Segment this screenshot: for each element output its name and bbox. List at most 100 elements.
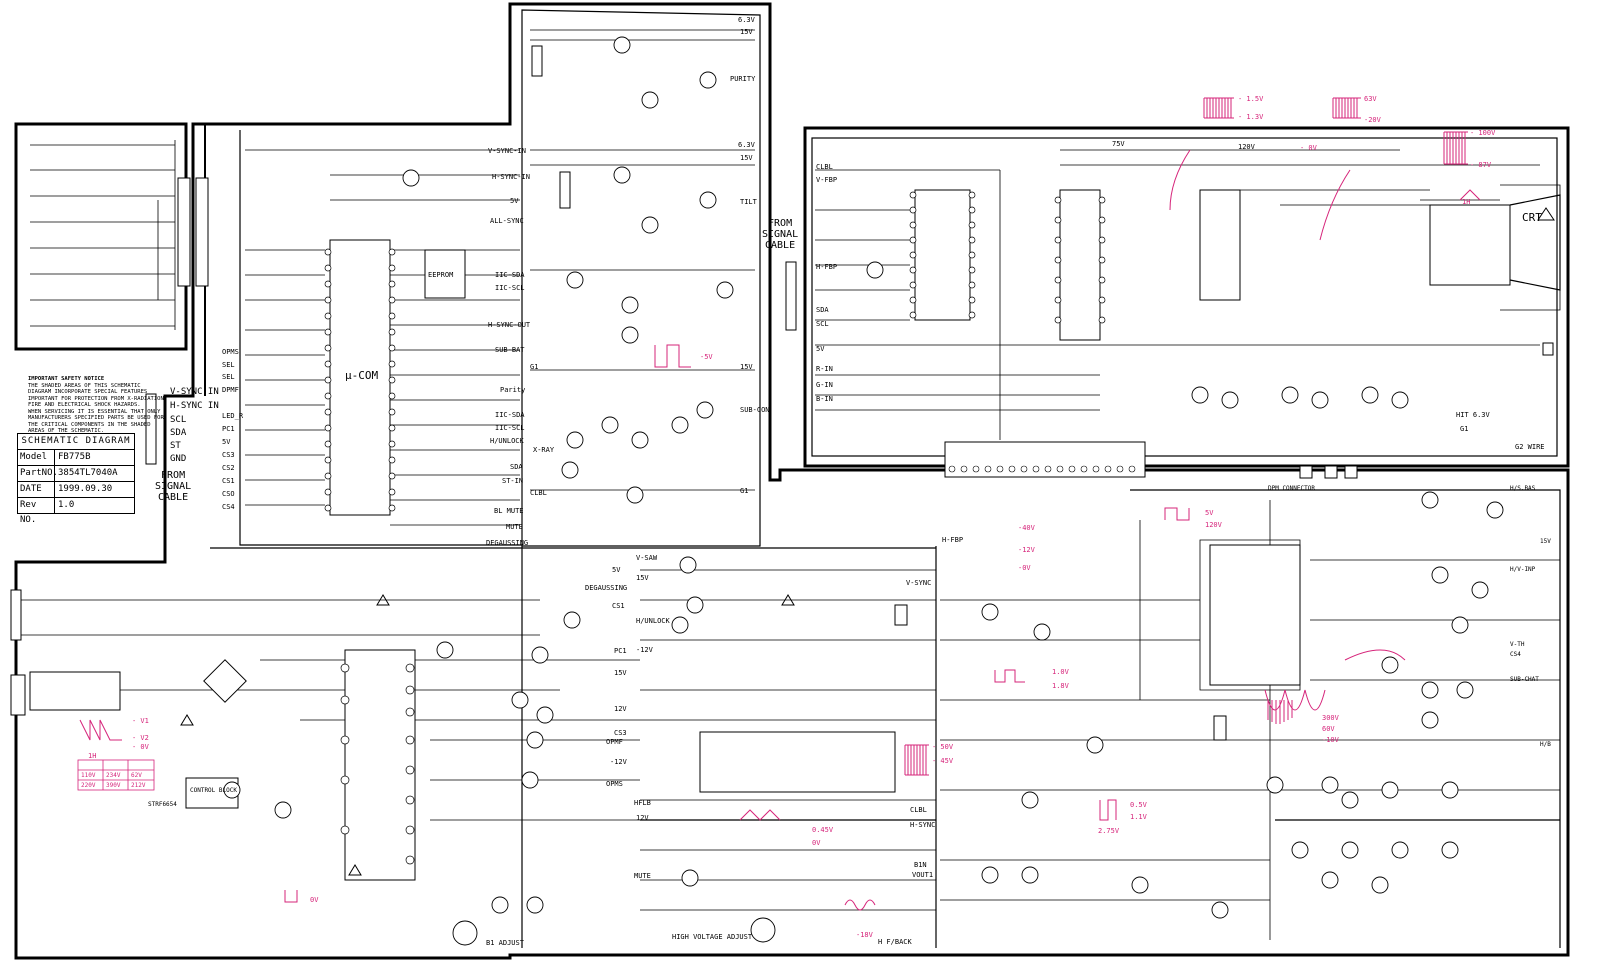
- video-ic-mid: [1059, 189, 1101, 341]
- waveform-label: -10V: [1322, 736, 1339, 744]
- mcu-pin-label: CS2: [222, 464, 235, 472]
- signal-label: 5V: [510, 197, 519, 205]
- horizontal-signal-label: MUTE: [634, 872, 651, 880]
- power-table-cell: 212V: [131, 782, 146, 789]
- horizontal-signal-label: HIGH VOLTAGE ADJUST: [672, 933, 753, 941]
- mcu-pin-label: 5V: [222, 438, 231, 446]
- waveform-label: 0.45V: [812, 826, 834, 834]
- waveform-label: 1.8V: [1052, 682, 1069, 690]
- bridge-diode: [203, 659, 247, 703]
- title-block-date: 1999.09.30: [58, 484, 113, 494]
- crt-outline: [1509, 194, 1561, 291]
- signal-label: SUB-CON: [740, 406, 770, 414]
- mcu-pin-label: OPMS: [222, 348, 239, 356]
- video-signal-label: CLBL: [816, 163, 833, 171]
- horizontal-signal-label: OPMF: [606, 738, 623, 746]
- signal-label: IIC-SCL: [495, 284, 525, 292]
- mcu-pin-label: DPMF: [222, 386, 239, 394]
- signal-label: ALL-SYNC: [490, 217, 524, 225]
- signal-label: TILT: [740, 198, 757, 206]
- horizontal-signal-label: -12V: [610, 758, 627, 766]
- horizontal-signal-label: PC1: [614, 647, 627, 655]
- waveform-label: 5V: [1205, 509, 1214, 517]
- signal-label: PURITY: [730, 75, 756, 83]
- signal-label: 15V: [740, 363, 753, 371]
- mcu-pin-label: LED_R: [222, 412, 244, 420]
- warning-triangle-icon-3: [180, 714, 194, 726]
- eeprom-ic: [424, 249, 466, 299]
- horizontal-signal-label: HFLB: [634, 799, 651, 807]
- main-board-outline: [14, 2, 1570, 960]
- connector-p302-pins: [948, 465, 1136, 473]
- horizontal-signal-label: 12V: [614, 705, 627, 713]
- p402-pin-label: GND: [170, 454, 187, 464]
- horizontal-signal-label: H F/BACK: [878, 938, 912, 946]
- power-waveform-label: - V1: [132, 717, 149, 725]
- power-table-cell: 220V: [81, 782, 96, 789]
- right-signal-label: CS4: [1510, 651, 1521, 658]
- title-block-model: FB775B: [58, 452, 91, 462]
- waveform-label: - 0V: [1300, 144, 1317, 152]
- horizontal-signal-label: OPMS: [606, 780, 623, 788]
- waveform-label: 63V: [1364, 95, 1377, 103]
- safety-notice-line: AREAS OF THE SCHEMATIC.: [28, 428, 105, 434]
- horizontal-signal-label: CLBL: [910, 806, 927, 814]
- horizontal-waveform-label: -5V: [700, 353, 713, 361]
- mcu-pin-label: CS3: [222, 451, 235, 459]
- right-signal-label: SUB-CHAT: [1510, 676, 1539, 683]
- horizontal-waveform-label: -40V: [1018, 524, 1035, 532]
- right-signal-label: V-TH: [1510, 641, 1525, 648]
- from-signal-cable-top: FROM SIGNAL CABLE: [762, 218, 799, 251]
- horizontal-signal-label: VOUT1: [912, 871, 934, 879]
- control-block-label: CONTROL BLOCK: [190, 787, 237, 794]
- horizontal-signal-label: CS1: [612, 602, 625, 610]
- horizontal-signal-label: DEGAUSSING: [585, 584, 628, 592]
- p402-pin-label: H-SYNC IN: [170, 401, 219, 411]
- right-signal-label: H/V-INP: [1510, 566, 1536, 573]
- horizontal-waveform-label: 0V: [310, 896, 319, 904]
- horizontal-waveform-label: -12V: [1018, 546, 1035, 554]
- thin-frames: [210, 9, 1561, 948]
- horizontal-signal-label: B1 ADJUST: [486, 939, 524, 947]
- video-signal-label: G1: [1460, 425, 1469, 433]
- power-table-cell: 110V: [81, 772, 96, 779]
- right-signal-label: H/S.BAS: [1510, 485, 1536, 492]
- smps-ic-label: STRF6654: [148, 801, 177, 808]
- p402-pin-label: SCL: [170, 415, 187, 425]
- signal-label: H-SYNC-OUT: [488, 321, 531, 329]
- power-table-cell: 62V: [131, 772, 142, 779]
- signal-label: CLBL: [530, 489, 547, 497]
- mcu-pin-label: PC1: [222, 425, 235, 433]
- signal-label: IIC-SDA: [495, 411, 525, 419]
- mcu-pin-label: CSO: [222, 490, 235, 498]
- warning-triangle-icon-4: [348, 864, 362, 876]
- horizontal-signal-label: 5V: [612, 566, 621, 574]
- safety-notice: IMPORTANT SAFETY NOTICE THE SHADED AREAS…: [28, 376, 164, 435]
- waveform-label: - 87V: [1470, 161, 1492, 169]
- safety-notice-line: IMPORTANT FOR PROTECTION FROM X-RADIATIO…: [28, 395, 164, 402]
- video-signal-label: G2 WIRE: [1515, 443, 1545, 451]
- signal-label: 6.3V: [738, 16, 755, 24]
- title-block-partno: 3854TL7040A: [58, 468, 118, 478]
- waveform-label: 0V: [812, 839, 821, 847]
- signal-label: IIC-SDA: [495, 271, 525, 279]
- signal-label: IIC-SCL: [495, 424, 525, 432]
- horizontal-signal-label: -12V: [636, 646, 653, 654]
- crt-neck: [1429, 204, 1511, 286]
- connectors: [10, 45, 1554, 741]
- safety-notice-line: DIAGRAM INCORPORATE SPECIAL FEATURES: [28, 389, 148, 395]
- horizontal-signal-label: B1N: [914, 861, 927, 869]
- warning-triangle-icon-2: [376, 594, 390, 606]
- horizontal-signal-label: V-SAW: [636, 554, 658, 562]
- mcu-pin-label: CS1: [222, 477, 235, 485]
- fbt-block: [1209, 544, 1301, 686]
- waveform-label: - 100V: [1470, 129, 1496, 137]
- signal-label: Parity: [500, 386, 526, 394]
- safety-notice-heading: IMPORTANT SAFETY NOTICE: [28, 376, 105, 382]
- waveform-annotations: [79, 97, 1481, 911]
- warning-triangle-icon-5: [781, 594, 795, 606]
- horizontal-signal-label: V-SYNC: [906, 579, 932, 587]
- video-signal-label: 75V: [1112, 140, 1125, 148]
- title-block-heading: SCHEMATIC DIAGRAM: [21, 436, 131, 446]
